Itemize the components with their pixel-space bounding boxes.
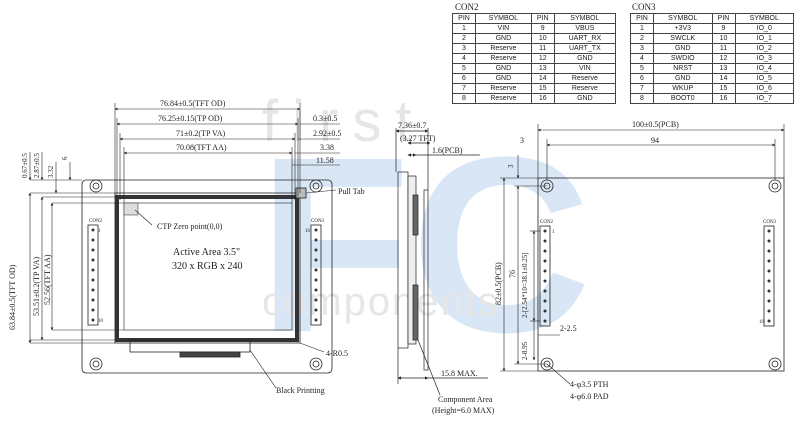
pcb-height: 82±0.5(PCB) — [494, 262, 503, 305]
back-view — [537, 177, 785, 372]
side-pin-header — [423, 189, 429, 371]
side-tft-thickness: (3.27 TFT) — [400, 134, 436, 143]
ctp-zero-marker — [123, 202, 139, 216]
con2-title: CON2 — [455, 2, 479, 12]
side-pcb-thickness: 1.6(PCB) — [432, 146, 463, 155]
offset-2-5: 2-2.5 — [560, 324, 577, 333]
back-dimensions — [500, 124, 785, 385]
dim-v-tft-od: 63.84±0.5(TFT OD) — [8, 264, 17, 330]
dim-left-3-32: 3.32 — [47, 165, 55, 178]
front-pcb-outline — [81, 179, 333, 374]
dim-tp-od: 76.25±0.15(TP OD) — [158, 114, 223, 123]
side-max-height: 15.8 MAX. — [441, 369, 478, 378]
dim-tp-va: 71±0.2(TP VA) — [176, 129, 225, 138]
dim-right-2-92: 2.92±0.5 — [313, 129, 341, 138]
corner-radius-label: 4-R0.5 — [326, 349, 348, 358]
component-height-label: (Height=6.0 MAX) — [432, 406, 495, 415]
component-area-label: Component Area — [438, 395, 493, 404]
side-module-body — [397, 171, 409, 349]
back-mounting-holes — [540, 179, 782, 371]
ctp-zero-label: CTP Zero point(0,0) — [157, 222, 223, 231]
pin-number-cell: 8 — [630, 93, 654, 104]
side-thickness: 7.36±0.7 — [398, 121, 426, 130]
edge-offset-3: 3 — [520, 136, 524, 145]
side-pcb — [407, 175, 417, 345]
watermark-logo: FC — [258, 105, 592, 384]
dim-tft-aa: 70.08(TFT AA) — [176, 143, 227, 152]
front-con3-label: CON3 — [311, 219, 325, 224]
pin-number-cell: 8 — [452, 93, 476, 104]
offset-8-95: 2-8.95 — [521, 341, 529, 360]
back-con3-header — [763, 225, 775, 327]
front-pin-16: 16 — [305, 229, 311, 234]
pull-tab — [295, 187, 307, 199]
pth-label: 4-φ3.5 PTH — [570, 380, 609, 389]
front-con2-label: CON2 — [89, 219, 103, 224]
dim-left-0-67: 0.67±0.5 — [21, 153, 29, 178]
resolution-label: 320 x RGB x 240 — [172, 261, 243, 272]
active-area-label: Active Area 3.5" — [173, 247, 240, 258]
edge-offset-3-vertical: 3 — [507, 164, 515, 168]
header-pitch: 2-[2.54*10=38.1±0.25] — [521, 252, 529, 318]
back-con2-header — [539, 225, 551, 327]
front-pin-1: 1 — [98, 229, 101, 234]
pad-label: 4-φ6.0 PAD — [570, 392, 609, 401]
back-connector-pins — [543, 229, 771, 323]
pin-symbol-cell: GND — [553, 93, 617, 104]
pin-number-cell: 16 — [711, 93, 736, 104]
front-h-dimensions — [28, 103, 340, 389]
pcb-width: 100±0.5(PCB) — [632, 120, 679, 129]
dim-left-6: 6 — [61, 156, 69, 160]
hole-spacing-76: 76 — [508, 270, 517, 278]
back-pin-10: 10 — [759, 320, 765, 325]
side-view — [395, 128, 488, 396]
back-pcb-outline — [537, 177, 785, 372]
dim-v-tft-aa: 52.56(TFT AA) — [43, 254, 52, 305]
dim-right-11-58: 11.58 — [316, 156, 334, 165]
side-component-1 — [412, 194, 419, 236]
front-pin-10: 10 — [98, 319, 104, 324]
black-printing-label: Black Printting — [276, 386, 325, 395]
front-view — [81, 179, 333, 374]
dim-v-tp-va: 53.51±0.2(TP VA) — [32, 257, 41, 316]
front-mounting-holes — [89, 179, 323, 371]
watermark-first: first — [262, 89, 426, 154]
back-con3-label: CON3 — [763, 220, 777, 225]
dim-tft-od: 76.84±0.5(TFT OD) — [160, 99, 226, 108]
pin-symbol-cell: IO_7 — [734, 93, 794, 104]
hole-spacing-94: 94 — [651, 136, 659, 145]
front-connector-pins — [91, 228, 318, 322]
con3-title: CON3 — [632, 2, 656, 12]
dim-right-0-3: 0.3±0.5 — [313, 114, 337, 123]
watermark-components: components — [262, 280, 500, 324]
pull-tab-label: Pull Tab — [338, 187, 365, 196]
side-component-2 — [412, 284, 419, 341]
dim-right-3-38: 3.38 — [320, 143, 334, 152]
dim-left-2-87: 2.87±0.5 — [33, 153, 41, 178]
back-con2-label: CON2 — [540, 220, 554, 225]
con2-header-front — [87, 224, 99, 326]
active-area — [123, 202, 293, 331]
con3-header-front — [310, 224, 322, 326]
fpc-tail — [179, 351, 241, 358]
back-pin-1: 1 — [552, 230, 555, 235]
